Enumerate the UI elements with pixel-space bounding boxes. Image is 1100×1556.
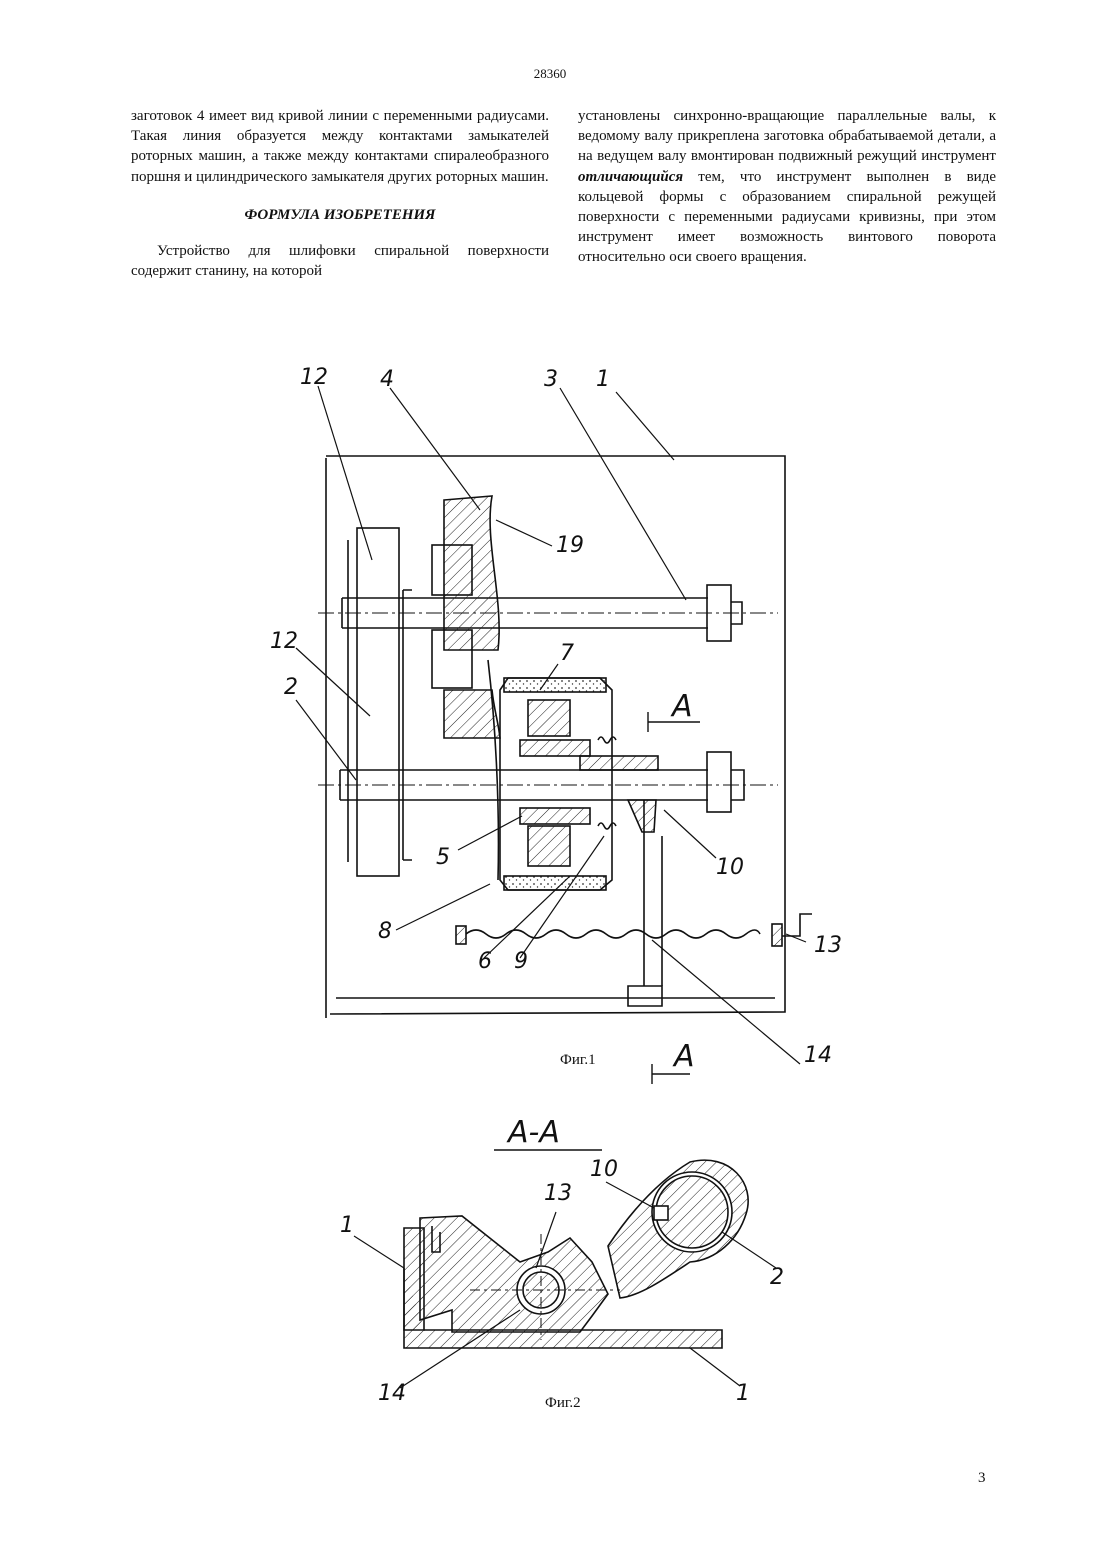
fig2-label-10: 10 <box>590 1157 618 1182</box>
page-number: 3 <box>978 1470 986 1487</box>
fig1-label-7: 7 <box>560 641 574 666</box>
fig1-label-14: 14 <box>804 1043 832 1068</box>
fig1-label-1: 1 <box>596 367 610 392</box>
fig1-label-8: 8 <box>378 919 392 944</box>
fig1-label-2: 2 <box>284 675 298 700</box>
figure-1-caption: Фиг.1 <box>560 1052 596 1068</box>
fig2-label-13: 13 <box>544 1181 572 1206</box>
fig1-label-19: 19 <box>556 533 584 558</box>
fig2-label-1-top: 1 <box>340 1213 354 1238</box>
fig2-label-2: 2 <box>770 1265 784 1290</box>
fig1-label-12-side: 12 <box>270 629 298 654</box>
fig2-section-title: A-A <box>506 1115 560 1150</box>
fig1-label-13: 13 <box>814 933 842 958</box>
figure-1-drawing <box>296 386 812 1084</box>
fig2-label-1-bottom: 1 <box>736 1381 750 1406</box>
fig1-label-9: 9 <box>514 949 528 974</box>
fig2-label-14: 14 <box>378 1381 406 1406</box>
fig1-label-6: 6 <box>478 949 492 974</box>
fig1-label-3: 3 <box>544 367 558 392</box>
fig1-label-12-top: 12 <box>300 365 328 390</box>
figure-2-caption: Фиг.2 <box>545 1395 581 1411</box>
fig1-label-4: 4 <box>380 367 394 392</box>
fig1-label-section-a-top: A <box>670 689 693 724</box>
fig1-label-5: 5 <box>436 845 450 870</box>
fig1-label-10: 10 <box>716 855 744 880</box>
fig1-label-section-a-bottom: A <box>672 1039 695 1074</box>
